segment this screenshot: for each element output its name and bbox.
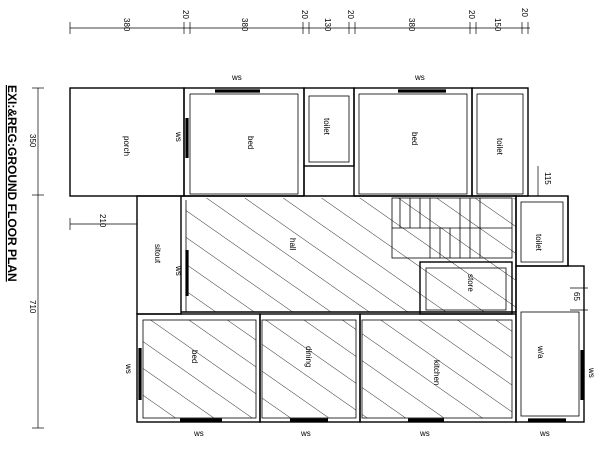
top-dim-0: 380 bbox=[122, 18, 131, 32]
window-tag: ws bbox=[174, 131, 183, 142]
top-dim-1: 20 bbox=[181, 10, 190, 19]
room-label-bed-1: bed bbox=[246, 136, 255, 149]
hatched-floor bbox=[143, 198, 516, 418]
room-labels: porch bed toilet bed toilet sitout hall … bbox=[122, 118, 545, 385]
window-tag: ws bbox=[419, 429, 430, 438]
left-dim-1: 710 bbox=[28, 300, 37, 314]
room-label-toilet-3: toilet bbox=[534, 234, 543, 252]
room-label-dining: dining bbox=[304, 346, 313, 367]
top-dim-8: 150 bbox=[493, 18, 502, 32]
room-label-wa: w/a bbox=[536, 345, 545, 359]
room-label-toilet-1: toilet bbox=[322, 118, 331, 136]
top-dim-2: 380 bbox=[240, 18, 249, 32]
room-label-store: store bbox=[466, 274, 475, 292]
room-label-hall: hall bbox=[288, 238, 297, 251]
window-tag: ws bbox=[414, 73, 425, 82]
side-dim-65: 65 bbox=[572, 292, 581, 301]
top-dim-7: 20 bbox=[467, 10, 476, 19]
left-dimension-line: 350 710 bbox=[28, 87, 44, 429]
window-tag: ws bbox=[174, 265, 183, 276]
walls bbox=[69, 87, 585, 423]
window-tag: ws bbox=[539, 429, 550, 438]
room-label-porch: porch bbox=[122, 136, 131, 156]
room-label-bed-2: bed bbox=[410, 132, 419, 145]
room-label-kitchen: kitchen bbox=[432, 360, 441, 385]
left-dim-0: 350 bbox=[28, 134, 37, 148]
side-dimensions: 210 115 65 bbox=[69, 166, 588, 311]
top-dim-9: 20 bbox=[520, 8, 529, 17]
room-label-bed-3: bed bbox=[190, 350, 199, 363]
window-tags: ws ws ws ws ws ws ws ws ws ws bbox=[124, 73, 596, 438]
plan-title: EXI:&REG:GROUND FLOOR PLAN bbox=[5, 85, 19, 282]
window-tag: ws bbox=[124, 363, 133, 374]
side-dim-210: 210 bbox=[98, 214, 107, 228]
window-tag: ws bbox=[587, 367, 596, 378]
top-dim-3: 20 bbox=[300, 10, 309, 19]
windows bbox=[138, 89, 584, 422]
staircase bbox=[391, 197, 513, 259]
top-dim-5: 20 bbox=[346, 10, 355, 19]
top-dimension-line: 380 20 380 20 130 20 380 20 150 20 bbox=[69, 8, 530, 34]
window-tag: ws bbox=[300, 429, 311, 438]
room-label-sitout: sitout bbox=[153, 244, 162, 264]
room-label-toilet-2: toilet bbox=[495, 138, 504, 156]
side-dim-115: 115 bbox=[543, 172, 552, 185]
window-tag: ws bbox=[231, 73, 242, 82]
top-dim-6: 380 bbox=[407, 18, 416, 32]
top-dim-4: 130 bbox=[323, 18, 332, 32]
window-tag: ws bbox=[193, 429, 204, 438]
